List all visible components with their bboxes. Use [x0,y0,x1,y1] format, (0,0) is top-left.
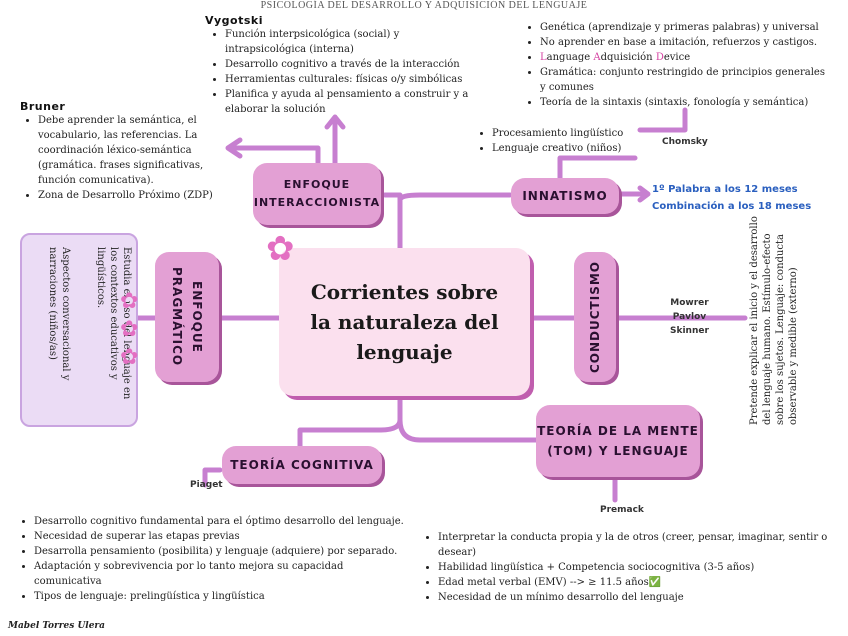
node-label: TEORÍA COGNITIVA [230,458,374,472]
node-label: (TOM) Y LENGUAJE [547,444,689,458]
list-item: Habilidad lingüística + Competencia soci… [438,560,828,575]
chomsky-list: Genética (aprendizaje y primeras palabra… [526,20,831,110]
milestone-first-word: 1º Palabra a los 12 meses [652,184,798,195]
lad-word: anguage [546,52,594,63]
list-item: Zona de Desarrollo Próximo (ZDP) [38,188,220,203]
innatismo-list: Procesamiento lingüístico Lenguaje creat… [478,126,648,156]
author-pavlov: Pavlov [672,312,707,322]
bruner-block: Bruner Debe aprender la semántica, el vo… [20,100,220,203]
flower-icon: ✿ [120,345,139,370]
flower-icon: ✿ [266,229,295,269]
vygotski-block: Vygotski Función interpsicológica (socia… [205,14,475,117]
node-label: ENFOQUE [283,178,351,191]
list-item: Genética (aprendizaje y primeras palabra… [540,20,831,35]
node-teoria-mente: TEORÍA DE LA MENTE (TOM) Y LENGUAJE [536,405,700,477]
node-label: INNATISMO [522,189,608,203]
node-label: CONDUCTISMO [587,261,602,373]
list-item: Procesamiento lingüístico [492,126,648,141]
central-topic-text: Corrientes sobre la naturaleza del lengu… [310,277,498,367]
author-mowrer: Mowrer [670,298,709,308]
cognitiva-list-block: Desarrollo cognitivo fundamental para el… [20,514,410,604]
chomsky-label: Chomsky [662,137,708,147]
conductismo-text: Pretende explicar el inicio y el desarro… [749,216,799,425]
vygotski-list: Función interpsicológica (social) y intr… [211,27,475,117]
list-item: Necesidad de un mínimo desarrollo del le… [438,590,828,605]
piaget-label: Piaget [190,480,223,490]
node-teoria-cognitiva: TEORÍA COGNITIVA [222,446,382,484]
bruner-list: Debe aprender la semántica, el vocabular… [24,113,220,203]
list-item: Debe aprender la semántica, el vocabular… [38,113,220,188]
list-item: Adaptación y sobrevivencia por lo tanto … [34,559,410,589]
node-label: ENFOQUE [190,281,204,353]
node-innatismo: INNATISMO [511,178,619,214]
node-enfoque-pragmatico: ENFOQUE PRAGMÁTICO [155,252,219,382]
list-item: Desarrolla pensamiento (posibilita) y le… [34,544,410,559]
bruner-title: Bruner [20,100,66,113]
innatismo-list-block: Procesamiento lingüístico Lenguaje creat… [478,126,648,156]
node-enfoque-interaccionista: ENFOQUE INTERACCIONISTA [253,163,381,225]
lad-letter-d: D [655,52,664,63]
page-title: PSICOLOGÍA DEL DESARROLLO Y ADQUISICIÓN … [260,0,588,11]
center-line: la naturaleza del [310,310,499,334]
lad-letter-a: A [593,52,601,63]
mente-list: Interpretar la conducta propia y la de o… [424,530,828,605]
list-item: Gramática: conjunto restringido de princ… [540,65,831,95]
milestone-combination: Combinación a los 18 meses [652,201,812,212]
node-label-wrap: ENFOQUE PRAGMÁTICO [167,267,207,366]
list-item: Planifica y ayuda al pensamiento a const… [225,87,475,117]
cognitiva-list: Desarrollo cognitivo fundamental para el… [20,514,410,604]
pragmatico-text-col1: Estudia el uso del lenguaje en los conte… [95,247,132,400]
list-item: Interpretar la conducta propia y la de o… [438,530,828,560]
list-item: Tipos de lenguaje: prelingüística y ling… [34,589,410,604]
list-item: Función interpsicológica (social) y intr… [225,27,475,57]
lad-letter-l: L [540,52,547,63]
flower-icon: ✿ [120,289,139,314]
mente-list-block: Interpretar la conducta propia y la de o… [424,530,828,605]
lad-word: evice [663,52,691,63]
list-item: Herramientas culturales: físicas o/y sim… [225,72,475,87]
list-item: Edad metal verbal (EMV) --> ≥ 11.5 años✅ [438,575,828,590]
center-line: lenguaje [356,340,453,364]
lad-item: Language Adquisición Device [540,50,831,65]
innatismo-milestones: 1º Palabra a los 12 meses Combinación a … [652,181,811,215]
chomsky-list-block: Genética (aprendizaje y primeras palabra… [526,20,831,110]
list-item: Lenguaje creativo (niños) [492,141,648,156]
flower-icon: ✿ [120,317,139,342]
central-topic: Corrientes sobre la naturaleza del lengu… [279,248,530,396]
list-item: Desarrollo cognitivo a través de la inte… [225,57,475,72]
node-label: TEORÍA DE LA MENTE [537,424,699,438]
premack-label: Premack [600,505,644,515]
list-item: No aprender en base a imitación, refuerz… [540,35,831,50]
list-item: Necesidad de superar las etapas previas [34,529,410,544]
list-item: Desarrollo cognitivo fundamental para el… [34,514,410,529]
list-item: Teoría de la sintaxis (sintaxis, fonolog… [540,95,831,110]
node-label: INTERACCIONISTA [253,196,381,209]
conductismo-authors: Mowrer Pavlov Skinner [670,296,709,338]
center-line: Corrientes sobre [310,280,499,304]
node-label: PRAGMÁTICO [170,267,184,367]
lad-word: dquisición [600,52,656,63]
pragmatico-text-col2: Aspectos conversacional y narraciones (n… [47,247,71,381]
author-skinner: Skinner [670,326,709,336]
vygotski-title: Vygotski [205,14,264,27]
pragmatico-text-box: Estudia el uso del lenguaje en los conte… [20,233,138,427]
node-conductismo: CONDUCTISMO [574,252,616,382]
author-signature: Mabel Torres Ulera [8,621,106,631]
